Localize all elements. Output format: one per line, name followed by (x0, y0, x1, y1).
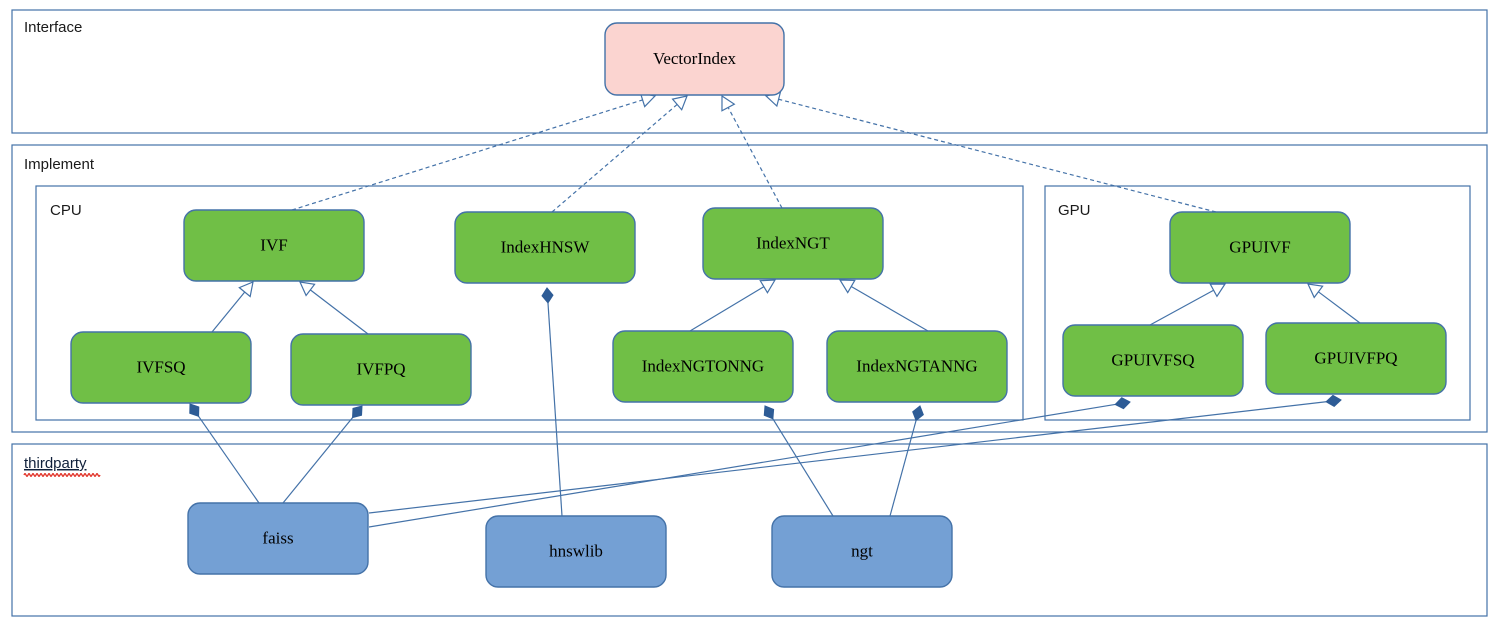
node-box-gpuivfpq[interactable] (1265, 322, 1447, 395)
arrowhead-generalization-gpuivfpq-gpuivf (1306, 283, 1324, 299)
edge-indexhnsw-vectorindex (551, 95, 688, 213)
arrowhead-composition-hnswlib-indexhnsw (541, 287, 554, 304)
node-label-ivf: IVF (260, 235, 287, 254)
node-label-indexngtanng: IndexNGTANNG (856, 356, 977, 375)
node-gpuivfpq[interactable]: GPUIVFPQ (1265, 322, 1447, 395)
node-label-gpuivfpq: GPUIVFPQ (1314, 348, 1397, 367)
arrowhead-generalization-ivfpq-ivf (298, 281, 316, 297)
node-box-indexngtanng[interactable] (826, 330, 1008, 403)
node-label-ngt: ngt (851, 541, 873, 560)
node-box-gpuivfsq[interactable] (1062, 324, 1244, 397)
edge-ngt-indexngtonng (763, 405, 834, 517)
node-indexhnsw[interactable]: IndexHNSW (454, 211, 636, 284)
edge-faiss-ivfpq (282, 405, 363, 504)
edge-layer (189, 91, 1361, 528)
group-label-interface: Interface (24, 19, 82, 36)
edge-indexngtanng-indexngt (838, 279, 929, 332)
node-gpuivf[interactable]: GPUIVF (1169, 211, 1351, 284)
node-box-hnswlib[interactable] (485, 515, 667, 588)
edge-gpuivfpq-gpuivf (1306, 283, 1361, 324)
edge-line-ivfpq-ivf (309, 289, 369, 335)
edge-line-hnswlib-indexhnsw (547, 302, 563, 517)
edge-line-indexngt-vectorindex (727, 107, 783, 209)
edge-faiss-gpuivfsq (368, 397, 1131, 528)
node-vectorindex[interactable]: VectorIndex (604, 22, 785, 96)
group-label-gpu: GPU (1058, 202, 1091, 219)
node-label-ivfsq: IVFSQ (136, 357, 185, 376)
edge-faiss-gpuivfpq (368, 394, 1342, 514)
node-label-gpuivf: GPUIVF (1229, 237, 1290, 256)
group-label-implement: Implement (24, 156, 95, 173)
edge-line-indexngtonng-indexngt (689, 286, 765, 332)
node-box-vectorindex[interactable] (604, 22, 785, 96)
arrowhead-composition-faiss-ivfpq (351, 405, 363, 419)
arrowhead-composition-faiss-gpuivfsq (1114, 397, 1131, 410)
edge-line-indexngtanng-indexngt (850, 285, 929, 332)
edge-line-ngt-indexngtanng (889, 420, 917, 517)
edge-line-faiss-gpuivfsq (368, 403, 1116, 528)
edge-line-ivf-vectorindex (291, 99, 643, 211)
arrowhead-generalization-ivfsq-ivf (238, 281, 254, 298)
node-label-hnswlib: hnswlib (549, 541, 603, 560)
node-label-gpuivfsq: GPUIVFSQ (1111, 350, 1194, 369)
node-box-indexhnsw[interactable] (454, 211, 636, 284)
edge-faiss-ivfsq (189, 403, 260, 504)
edge-line-ngt-indexngtonng (772, 418, 834, 517)
node-indexngtanng[interactable]: IndexNGTANNG (826, 330, 1008, 403)
edge-indexngt-vectorindex (721, 94, 783, 209)
node-box-ivfpq[interactable] (290, 333, 472, 406)
arrowhead-generalization-gpuivfsq-gpuivf (1209, 283, 1227, 298)
node-box-gpuivf[interactable] (1169, 211, 1351, 284)
node-indexngtonng[interactable]: IndexNGTONNG (612, 330, 794, 403)
node-indexngt[interactable]: IndexNGT (702, 207, 884, 280)
node-box-ivfsq[interactable] (70, 331, 252, 404)
edge-ngt-indexngtanng (889, 405, 924, 517)
edge-indexngtonng-indexngt (689, 279, 777, 332)
arrowhead-composition-faiss-gpuivfpq (1325, 394, 1342, 407)
arrowhead-generalization-indexngtanng-indexngt (838, 279, 856, 294)
node-label-indexngtonng: IndexNGTONNG (642, 356, 764, 375)
edge-ivfpq-ivf (298, 281, 369, 335)
edge-line-gpuivf-vectorindex (778, 98, 1217, 213)
edge-line-faiss-ivfpq (282, 417, 353, 504)
node-gpuivfsq[interactable]: GPUIVFSQ (1062, 324, 1244, 397)
node-faiss[interactable]: faiss (187, 502, 369, 575)
node-box-ivf[interactable] (183, 209, 365, 282)
node-ivfpq[interactable]: IVFPQ (290, 333, 472, 406)
node-ivf[interactable]: IVF (183, 209, 365, 282)
arrowhead-generalization-indexhnsw-vectorindex (671, 95, 688, 111)
arrowhead-composition-ngt-indexngtonng (763, 405, 775, 420)
node-label-indexngt: IndexNGT (756, 233, 830, 252)
arrowhead-composition-ngt-indexngtanng (912, 405, 924, 422)
node-ivfsq[interactable]: IVFSQ (70, 331, 252, 404)
node-box-indexngtonng[interactable] (612, 330, 794, 403)
group-label-thirdparty: thirdparty (24, 455, 87, 472)
group-label-cpu: CPU (50, 202, 82, 219)
node-label-ivfpq: IVFPQ (356, 359, 405, 378)
spellcheck-underline-thirdparty (23, 473, 101, 477)
node-hnswlib[interactable]: hnswlib (485, 515, 667, 588)
edge-line-faiss-ivfsq (198, 415, 260, 504)
edge-line-ivfsq-ivf (211, 291, 246, 333)
edge-hnswlib-indexhnsw (541, 287, 563, 517)
arrowhead-generalization-indexngt-vectorindex (721, 94, 736, 112)
edge-line-gpuivfsq-gpuivf (1149, 289, 1214, 326)
edge-gpuivfsq-gpuivf (1149, 283, 1227, 326)
node-ngt[interactable]: ngt (771, 515, 953, 588)
node-label-vectorindex: VectorIndex (653, 49, 737, 68)
node-box-faiss[interactable] (187, 502, 369, 575)
arrowhead-composition-faiss-ivfsq (189, 403, 200, 417)
arrowhead-generalization-indexngtonng-indexngt (759, 279, 777, 294)
node-label-indexhnsw: IndexHNSW (501, 237, 591, 256)
edge-ivfsq-ivf (211, 281, 254, 333)
edge-line-faiss-gpuivfpq (368, 401, 1327, 514)
node-box-indexngt[interactable] (702, 207, 884, 280)
node-box-ngt[interactable] (771, 515, 953, 588)
node-label-faiss: faiss (262, 528, 293, 547)
edge-line-gpuivfpq-gpuivf (1318, 291, 1361, 324)
